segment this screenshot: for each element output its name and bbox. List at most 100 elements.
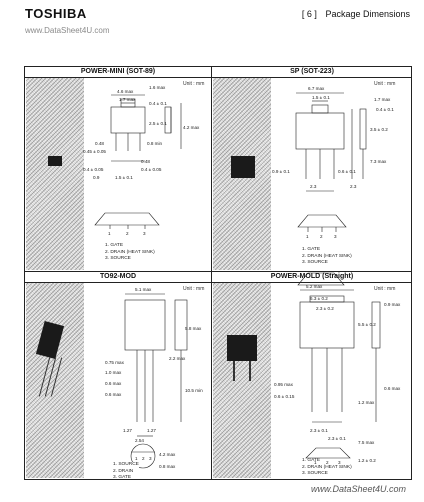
legend-item: 2. DRAIN (HEAT SINK) (302, 464, 352, 470)
lead (233, 361, 235, 381)
dim-label: 0.4 ± 0.1 (376, 107, 394, 112)
panel-title: POWER-MINI (SOT-89) (25, 67, 211, 78)
dim-label: 1.6 max (149, 85, 166, 90)
dimension-drawing: 5.1 max 0.75 max 1.0 max 0.6 max 2.2 max… (105, 287, 203, 469)
dim-label: 0.6 ± 0.1 (338, 169, 356, 174)
watermark-top: www.DataSheet4U.com (25, 26, 110, 35)
dim-label: 5.1 max (135, 287, 152, 292)
dim-label: 7.3 max (370, 159, 387, 164)
section-number: [ 6 ] (301, 9, 317, 19)
dim-label: 10.5 min (185, 388, 203, 393)
dim-label: 1.27 (123, 428, 132, 433)
dim-label: 5.8 max (185, 326, 202, 331)
unit-label: Unit : mm (374, 81, 396, 87)
legend-item: 1. GATE (302, 458, 321, 463)
pin-number: 1 (108, 231, 111, 236)
dim-label: 0.4 ± 0.05 (141, 167, 162, 172)
package-photo (213, 78, 271, 270)
dim-label: 0.48 (95, 141, 104, 146)
package-photo (26, 283, 84, 478)
pin-legend: 1. GATE 2. DRAIN (HEAT SINK) 3. SOURCE (105, 243, 155, 263)
dim-label: 6.3 ± 0.2 (310, 296, 328, 301)
pin-number: 3 (338, 460, 341, 465)
panel-to92-mod: TO92-MOD Unit : mm 5.1 max 0.75 max 1.0 … (25, 272, 211, 480)
legend-item: 3. GATE (113, 475, 132, 480)
pin-legend: 1. GATE 2. DRAIN (HEAT SINK) 3. SOURCE (302, 458, 352, 478)
package-part-image (227, 335, 257, 361)
section-heading: [ 6 ] Package Dimensions (302, 9, 410, 19)
dim-label: 0.9 ± 0.1 (272, 169, 290, 174)
legend-item: 1. GATE (302, 247, 321, 252)
dimension-drawing: 4.6 max 1.6 max 1.7 max 0.4 ± 0.1 2.5 ± … (83, 85, 200, 236)
legend-item: 1. GATE (105, 243, 124, 248)
pin-number: 2 (126, 231, 129, 236)
dim-label: 4.6 max (117, 89, 134, 94)
lead (249, 361, 251, 381)
pin-number: 3 (334, 234, 337, 239)
panel-power-mini: POWER-MINI (SOT-89) Unit : mm 4.6 max 1.… (25, 67, 211, 271)
pin-number: 1 (314, 460, 317, 465)
package-dimensions-frame: POWER-MINI (SOT-89) Unit : mm 4.6 max 1.… (24, 66, 412, 480)
unit-label: Unit : mm (374, 286, 396, 292)
dim-label: 5.2 max (306, 284, 323, 289)
package-photo (213, 283, 271, 478)
dim-label: 0.8 max (159, 464, 176, 469)
dim-label: 0.48 (141, 159, 150, 164)
vertical-divider (211, 67, 212, 479)
dim-label: 6.7 max (308, 86, 325, 91)
pin-legend: 1. SOURCE 2. DRAIN (113, 462, 139, 475)
dimension-drawing: 5.2 max 6.3 ± 0.2 2.3 ± 0.2 0.9 max 5.5 … (274, 284, 401, 465)
pin-number: 3 (149, 456, 152, 461)
dim-label: 2.3 ± 0.2 (316, 306, 334, 311)
dim-label: 5.5 ± 0.2 (358, 322, 376, 327)
dim-label: 3.5 ± 0.2 (370, 127, 388, 132)
package-part-image (48, 156, 62, 166)
legend-item: 3. SOURCE (302, 260, 328, 265)
dim-label: 2.5 ± 0.1 (149, 121, 167, 126)
package-photo (26, 78, 84, 270)
dim-label: 0.75 max (105, 360, 125, 365)
panel-sp-sot223: SP (SOT-223) Unit : mm 6.7 max 1.5 ± 0.1… (212, 67, 412, 286)
package-part-image (231, 156, 255, 178)
dim-label: 0.95 max (274, 382, 294, 387)
dim-label: 0.4 ± 0.05 (83, 167, 104, 172)
dim-label: 1.7 max (374, 97, 391, 102)
section-title: Package Dimensions (325, 9, 410, 19)
dim-label: 4.2 max (159, 452, 176, 457)
dim-label: 0.6 max (105, 392, 122, 397)
dim-label: 0.9 max (384, 302, 401, 307)
brand-logo: TOSHIBA (25, 6, 87, 21)
pin-number: 1 (306, 234, 309, 239)
dim-label: 1.0 max (105, 370, 122, 375)
pin-number: 3 (143, 231, 146, 236)
pin-number: 2 (326, 460, 329, 465)
outline-drawing: 1 2 3 (297, 214, 347, 239)
dim-label: 0.6 max (384, 386, 401, 391)
dim-label: 2.3 ± 0.1 (328, 436, 346, 441)
dim-label: 1.2 ± 0.2 (358, 458, 376, 463)
unit-label: Unit : mm (183, 81, 205, 87)
panel-title: POWER-MOLD (Straight) (212, 272, 412, 283)
watermark-bottom: www.DataSheet4U.com (311, 484, 407, 494)
dim-label: 7.5 max (358, 440, 375, 445)
dim-label: 4.2 max (183, 125, 200, 130)
legend-item: 3. SOURCE (302, 471, 328, 476)
dim-label: 2.3 ± 0.1 (310, 428, 328, 433)
dim-label: 1.5 ± 0.1 (115, 175, 133, 180)
pin-number: 1 (135, 456, 138, 461)
dim-label: 0.45 ± 0.05 (83, 149, 106, 154)
dim-label: 0.8 min (147, 141, 163, 146)
dim-label: 1.27 (147, 428, 156, 433)
dim-label: 1.5 ± 0.1 (312, 95, 330, 100)
dim-label: 0.6 ± 0.15 (274, 394, 295, 399)
legend-item: 2. DRAIN (113, 468, 134, 474)
panel-title: SP (SOT-223) (212, 67, 412, 78)
pin-number: 2 (320, 234, 323, 239)
dim-label: 1.2 max (358, 400, 375, 405)
dim-label: 2.3 (310, 184, 317, 189)
pin-legend: 1. GATE 2. DRAIN (HEAT SINK) 3. SOURCE (302, 247, 352, 267)
panel-power-mold: POWER-MOLD (Straight) Unit : mm 5.2 max … (212, 272, 412, 479)
dim-label: 0.9 (93, 175, 100, 180)
legend-item: 1. SOURCE (113, 462, 139, 467)
dim-label: 2.3 (350, 184, 357, 189)
